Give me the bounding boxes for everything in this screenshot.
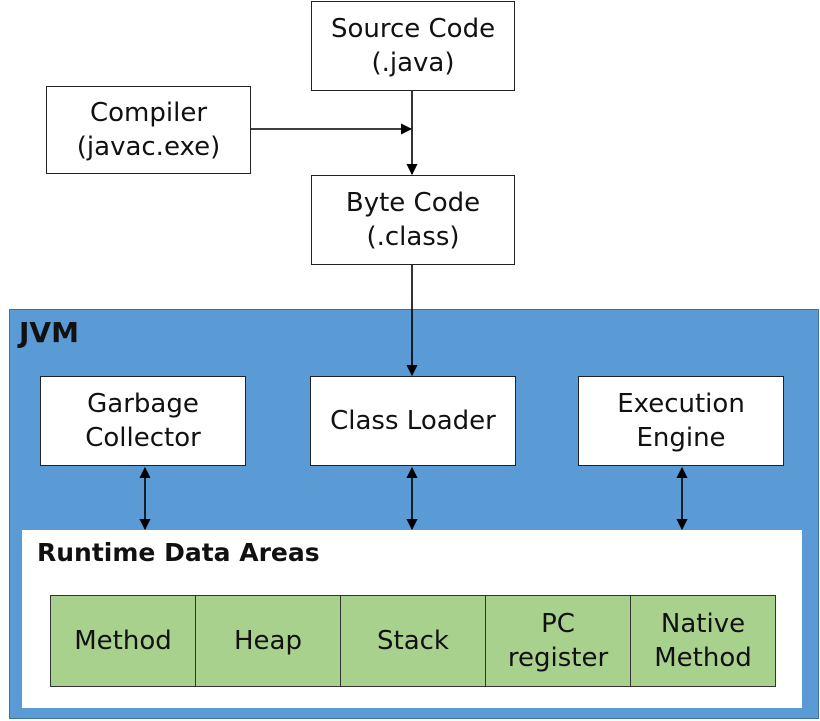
area-heap-line1: Heap [234,626,302,656]
byte-code-ext: (.class) [366,222,460,252]
class-loader-box: Class Loader [310,376,516,466]
compiler-title: Compiler [89,98,208,128]
area-pc-register: PC register [485,595,631,687]
class-loader-label: Class Loader [330,406,496,436]
byte-code-box: Byte Code (.class) [311,175,515,265]
area-pc-register-line1: PC [541,609,575,639]
area-native-method-line1: Native [660,609,746,639]
area-method: Method [50,595,196,687]
compiler-exe: (javac.exe) [76,132,221,162]
area-pc-register-line2: register [507,643,609,673]
area-heap: Heap [195,595,341,687]
jvm-label: JVM [19,316,79,349]
execution-engine-box: Execution Engine [578,376,784,466]
area-stack-line1: Stack [377,626,449,656]
source-code-title: Source Code [330,14,496,44]
garbage-collector-line1: Garbage [87,389,199,419]
garbage-collector-box: Garbage Collector [40,376,246,466]
area-native-method: Native Method [630,595,776,687]
runtime-data-areas-label: Runtime Data Areas [37,538,320,567]
compiler-box: Compiler (javac.exe) [46,86,251,174]
area-method-line1: Method [74,626,172,656]
source-code-ext: (.java) [371,48,455,78]
execution-engine-line2: Engine [636,423,726,453]
source-code-box: Source Code (.java) [311,1,515,91]
area-stack: Stack [340,595,486,687]
execution-engine-line1: Execution [617,389,745,419]
garbage-collector-line2: Collector [85,423,201,453]
area-native-method-line2: Method [654,643,752,673]
byte-code-title: Byte Code [345,188,481,218]
